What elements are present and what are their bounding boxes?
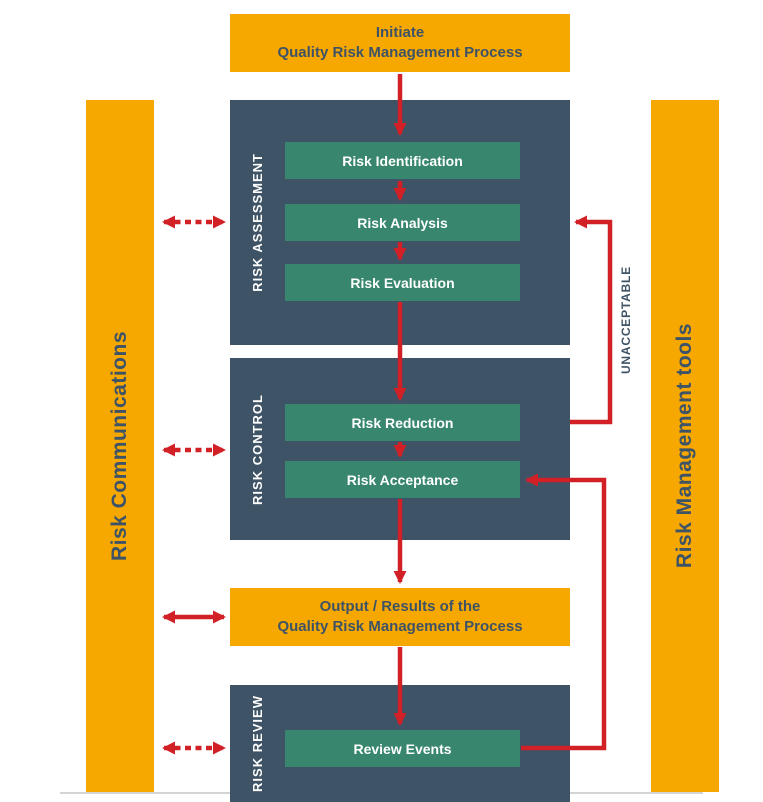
step-review-events: Review Events [285, 730, 520, 767]
risk-control-label: RISK CONTROL [250, 393, 265, 505]
step-risk-identification-label: Risk Identification [342, 152, 463, 169]
unacceptable-label: UNACCEPTABLE [619, 265, 633, 375]
risk-review-label-area: RISK REVIEW [230, 685, 285, 802]
step-risk-evaluation-label: Risk Evaluation [350, 274, 455, 291]
risk-control-block: RISK CONTROL Risk Reduction Risk Accepta… [230, 358, 570, 540]
step-risk-acceptance-label: Risk Acceptance [346, 471, 459, 488]
step-risk-identification: Risk Identification [285, 142, 520, 179]
risk-management-tools-label: Risk Management tools [673, 323, 696, 569]
risk-communications-bar: Risk Communications [86, 100, 154, 792]
arrow-unacceptable-loop [570, 215, 613, 425]
output-line2: Quality Risk Management Process [277, 618, 523, 635]
step-risk-analysis-label: Risk Analysis [357, 214, 448, 231]
initiate-line1: Initiate [375, 23, 425, 41]
risk-assessment-label: RISK ASSESSMENT [250, 153, 265, 292]
risk-management-tools-bar: Risk Management tools [651, 100, 719, 792]
step-risk-evaluation: Risk Evaluation [285, 264, 520, 301]
risk-control-label-area: RISK CONTROL [230, 358, 285, 540]
unacceptable-label-area: UNACCEPTABLE [615, 235, 637, 405]
step-risk-reduction-label: Risk Reduction [351, 414, 454, 431]
step-risk-analysis: Risk Analysis [285, 204, 520, 241]
initiate-box: Initiate Quality Risk Management Process [230, 14, 570, 72]
step-risk-reduction: Risk Reduction [285, 404, 520, 441]
risk-review-block: RISK REVIEW Review Events [230, 685, 570, 802]
step-review-events-label: Review Events [353, 740, 452, 757]
initiate-line2: Quality Risk Management Process [277, 44, 523, 61]
risk-assessment-label-area: RISK ASSESSMENT [230, 100, 285, 345]
step-risk-acceptance: Risk Acceptance [285, 461, 520, 498]
output-line1: Output / Results of the [319, 597, 481, 615]
risk-assessment-block: RISK ASSESSMENT Risk Identification Risk… [230, 100, 570, 345]
risk-communications-label: Risk Communications [108, 330, 131, 562]
risk-review-label: RISK REVIEW [250, 695, 265, 792]
output-box: Output / Results of the Quality Risk Man… [230, 588, 570, 646]
